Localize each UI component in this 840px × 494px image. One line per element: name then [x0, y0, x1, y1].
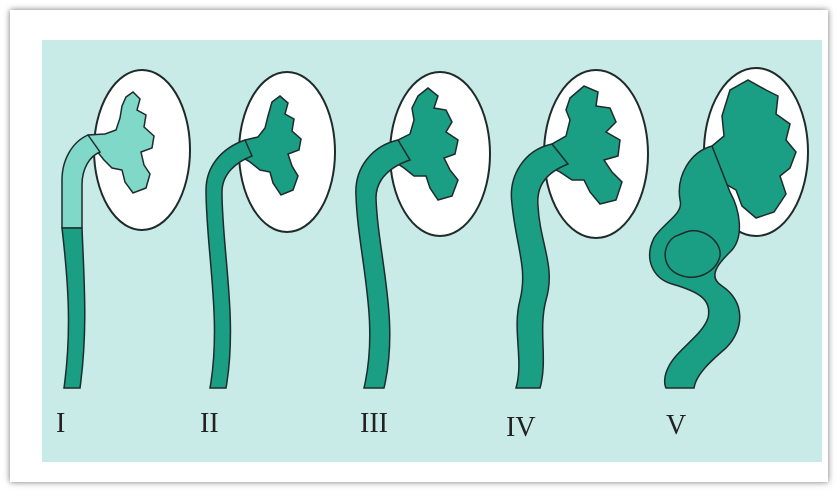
ureter-lower [62, 228, 85, 388]
grade-label-4: IV [506, 414, 536, 442]
grade-3-illustration [356, 72, 490, 388]
grade-5-illustration [650, 68, 808, 388]
grade-label-5: V [666, 412, 686, 440]
grade-label-1: I [56, 410, 65, 438]
ureter-upper [62, 135, 100, 228]
grade-2-illustration [206, 72, 335, 388]
grade-1-illustration [62, 70, 190, 388]
ureter-loop [665, 231, 720, 278]
grade-label-2: II [200, 410, 219, 438]
grade-label-3: III [360, 410, 388, 438]
grade-4-illustration [511, 70, 648, 388]
